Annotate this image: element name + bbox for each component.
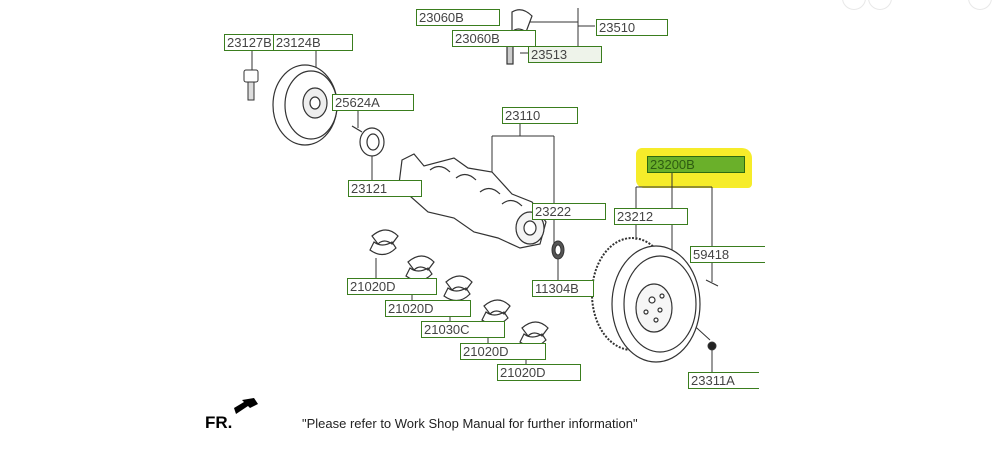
flywheel-bolt-icon — [707, 341, 717, 351]
callout-21020D-4[interactable]: 21020D — [497, 364, 581, 381]
callout-21020D-1[interactable]: 21020D — [347, 278, 437, 295]
callout-11304B[interactable]: 11304B — [532, 280, 594, 297]
callout-23222[interactable]: 23222 — [532, 203, 606, 220]
dowel-pin-icon — [705, 279, 719, 287]
callout-23510[interactable]: 23510 — [596, 19, 668, 36]
callout-23513[interactable]: 23513 — [528, 46, 602, 63]
callout-21020D-2[interactable]: 21020D — [385, 300, 471, 317]
callout-23124B[interactable]: 23124B — [272, 35, 350, 50]
callout-23121[interactable]: 23121 — [348, 180, 422, 197]
callout-label: 23127B — [227, 35, 272, 50]
timing-sprocket-icon — [351, 125, 385, 157]
callout-21030C[interactable]: 21030C — [421, 321, 505, 338]
callout-23110[interactable]: 23110 — [502, 107, 578, 124]
callout-23060B-top[interactable]: 23060B — [416, 9, 500, 26]
callout-21020D-3[interactable]: 21020D — [460, 343, 546, 360]
oil-seal-icon — [551, 240, 565, 260]
crank-bolt-icon — [243, 69, 259, 101]
crankshaft-pulley-icon — [272, 64, 338, 146]
front-arrow-icon — [234, 398, 258, 414]
front-direction-label: FR. — [205, 413, 233, 432]
callout-23311A[interactable]: 23311A — [688, 372, 759, 389]
workshop-manual-note: "Please refer to Work Shop Manual for fu… — [302, 416, 638, 431]
crankshaft-icon — [397, 153, 547, 249]
bearing-shell-icons — [369, 229, 549, 348]
callout-23212[interactable]: 23212 — [614, 208, 688, 225]
flywheel-icon — [611, 245, 701, 363]
callout-25624A[interactable]: 25624A — [332, 94, 414, 111]
callout-59418[interactable]: 59418 — [690, 246, 765, 263]
callout-23060B-2[interactable]: 23060B — [452, 30, 536, 47]
callout-23200B[interactable]: 23200B — [647, 156, 745, 173]
